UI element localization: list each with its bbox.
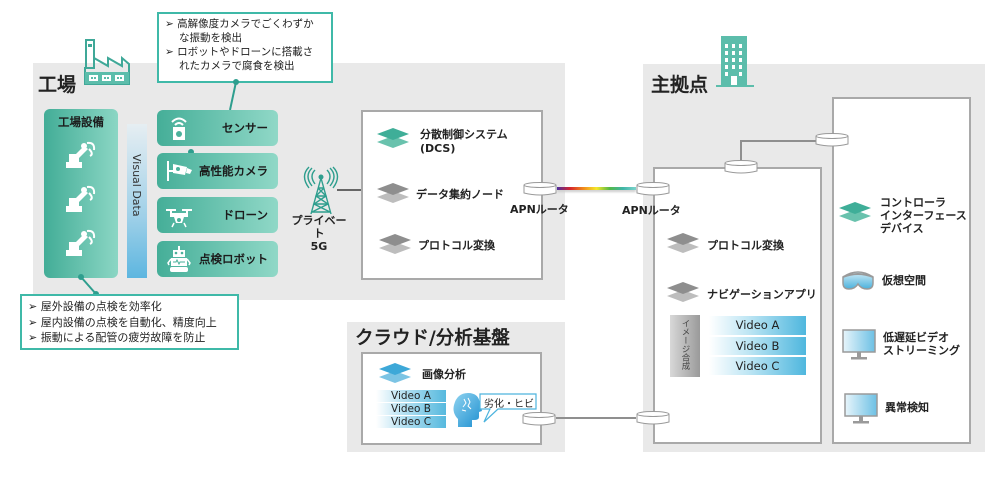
label-line: 5G xyxy=(310,240,328,253)
layers-gray-icon xyxy=(667,233,699,253)
label-line: ストリーミング xyxy=(883,344,960,357)
protocol-conversion-label: プロトコル変換 xyxy=(418,239,495,252)
monitor-icon xyxy=(842,329,876,360)
sensor-icon xyxy=(171,117,187,140)
camera-benefits-callout: ➢ 高解像度カメラでごくわずか な振動を検出 ➢ ロボットやドローンに搭載さ れ… xyxy=(157,12,333,83)
hq-link-line xyxy=(740,140,742,162)
anomaly-detection-label: 異常検知 xyxy=(885,401,929,414)
low-latency-streaming-label: 低遅延ビデオ ストリーミング xyxy=(883,331,960,357)
callout-line: 屋内設備の点検を自動化、精度向上 xyxy=(40,315,217,329)
controller-interface-device-label: コントローラ インターフェース デバイス xyxy=(880,196,967,235)
device-label: 高性能カメラ xyxy=(199,164,268,178)
cloud-link-line xyxy=(556,417,636,419)
callout-line: 高解像度カメラでごくわずか xyxy=(177,18,314,30)
hq-application-box xyxy=(653,167,822,444)
drone-icon xyxy=(166,209,192,228)
monitor-icon xyxy=(844,393,878,424)
callout-line: れたカメラで腐食を検出 xyxy=(179,60,295,72)
layers-teal-icon xyxy=(377,128,409,148)
camera-icon xyxy=(167,161,192,181)
label-line: 分散制御システム xyxy=(420,128,508,141)
hq-link-line xyxy=(740,140,818,142)
device-label: センサー xyxy=(222,121,268,135)
private-5g-label: プライベート 5G xyxy=(287,214,351,253)
layers-gray-icon xyxy=(379,234,411,254)
factory-benefits-callout: ➢ 屋外設備の点検を効率化 ➢ 屋内設備の点検を自動化、精度向上 ➢ 振動による… xyxy=(20,294,239,350)
hq-router-label: APNルータ xyxy=(622,204,681,217)
callout-line: 屋外設備の点検を効率化 xyxy=(40,300,162,313)
apn-router-icon[interactable] xyxy=(523,182,557,196)
bullet: ➢ xyxy=(28,331,38,344)
dcs-label: 分散制御システム (DCS) xyxy=(420,128,508,156)
label-line: (DCS) xyxy=(420,142,456,155)
virtual-space-label: 仮想空間 xyxy=(882,274,926,287)
label-line: プライベート xyxy=(291,214,347,240)
bullet: ➢ xyxy=(28,300,38,313)
hq-cloud-router-icon[interactable] xyxy=(636,411,670,425)
cloud-video-a: Video A xyxy=(376,390,446,402)
cloud-video-c: Video C xyxy=(376,416,446,428)
headquarters-title: 主拠点 xyxy=(651,74,709,96)
hq-router-icon[interactable] xyxy=(724,160,758,174)
hq-router-icon[interactable] xyxy=(815,133,849,147)
office-building-icon xyxy=(716,36,754,87)
navigation-app-label: ナビゲーションアプリ xyxy=(707,288,817,301)
ai-head-icon xyxy=(453,393,482,427)
factory-title: 工場 xyxy=(38,74,77,96)
callout-line: ロボットやドローンに搭載さ xyxy=(177,46,314,58)
label-line: インターフェース xyxy=(880,209,967,222)
layers-blue-icon xyxy=(379,363,411,383)
hq-video-b: Video B xyxy=(709,337,806,355)
device-label: 点検ロボット xyxy=(199,252,268,266)
image-analysis-label: 画像分析 xyxy=(422,368,466,381)
factory-icon xyxy=(84,39,130,85)
image-composite-bar: イメージ合成 xyxy=(670,315,700,377)
image-composite-label: イメージ合成 xyxy=(680,319,690,370)
label-line: 低遅延ビデオ xyxy=(883,331,949,344)
layers-teal-icon xyxy=(839,202,871,222)
hq-video-c: Video C xyxy=(709,357,806,375)
device-sensor[interactable]: センサー xyxy=(157,110,278,146)
cloud-video-b: Video B xyxy=(376,403,446,415)
cloud-router-icon[interactable] xyxy=(522,412,556,426)
factory-router-label: APNルータ xyxy=(510,203,569,216)
device-label: ドローン xyxy=(222,208,268,222)
callout-line: な振動を検出 xyxy=(179,32,242,44)
bullet: ➢ xyxy=(28,315,38,329)
device-camera[interactable]: 高性能カメラ xyxy=(157,153,278,189)
hq-apn-router-icon[interactable] xyxy=(636,182,670,196)
wan-link-line xyxy=(557,187,636,190)
robot-arm-icon xyxy=(66,141,96,168)
visual-data-label: Visual Data xyxy=(130,154,143,217)
hq-device-box xyxy=(832,97,971,444)
factory-equipment-title: 工場設備 xyxy=(58,115,104,129)
hq-protocol-conversion-label: プロトコル変換 xyxy=(707,239,784,252)
layers-gray-icon xyxy=(377,183,409,203)
label-line: デバイス xyxy=(880,222,924,235)
cloud-title: クラウド/分析基盤 xyxy=(355,328,510,349)
vr-headset-icon xyxy=(842,271,874,290)
device-drone[interactable]: ドローン xyxy=(157,197,278,233)
cell-tower-icon xyxy=(303,166,339,215)
speech-bubble xyxy=(479,393,537,423)
speech-bubble-text: 劣化・ヒビ xyxy=(484,399,534,410)
device-inspection-robot[interactable]: 点検ロボット xyxy=(157,241,278,277)
visual-data-bar: Visual Data xyxy=(127,124,147,278)
robot-icon xyxy=(167,246,191,272)
robot-arm-icon xyxy=(66,229,96,256)
data-aggregation-node-label: データ集約ノード xyxy=(416,188,504,201)
callout-line: 振動による配管の疲労故障を防止 xyxy=(40,331,206,344)
bullet: ➢ xyxy=(165,18,174,30)
layers-gray-icon xyxy=(667,282,699,302)
robot-arm-icon xyxy=(66,185,96,212)
bullet: ➢ xyxy=(165,46,174,58)
tower-link-line xyxy=(337,189,362,191)
label-line: コントローラ xyxy=(880,196,946,209)
hq-video-a: Video A xyxy=(709,316,806,335)
